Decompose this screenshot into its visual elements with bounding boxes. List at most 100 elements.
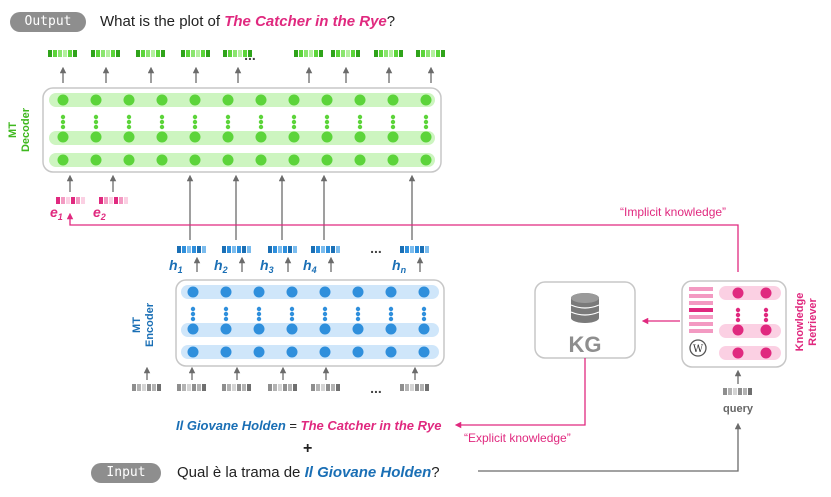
encoder-node-column bbox=[352, 286, 364, 358]
decoder-row-1 bbox=[49, 93, 435, 107]
output-token-row bbox=[48, 50, 445, 57]
svg-text:W: W bbox=[693, 344, 704, 355]
retriever-nodes bbox=[732, 287, 772, 359]
input-question-prefix: Qual è la trama de bbox=[177, 464, 305, 481]
input-badge: Input bbox=[91, 463, 161, 483]
translation-target: The Catcher in the Rye bbox=[300, 418, 442, 433]
input-arrows bbox=[143, 366, 419, 380]
input-token bbox=[311, 384, 340, 391]
input-question: Qual è la trama de Il Giovane Holden? bbox=[177, 464, 440, 481]
encoder-node-column bbox=[253, 286, 265, 358]
document-icon bbox=[689, 287, 713, 333]
kg-label: KG bbox=[569, 332, 602, 357]
hidden-state-token bbox=[177, 246, 206, 253]
output-question-prefix: What is the plot of bbox=[100, 13, 225, 30]
output-question: What is the plot of The Catcher in the R… bbox=[100, 13, 395, 30]
translation-equals: = bbox=[285, 418, 301, 433]
decoder-node-column bbox=[57, 94, 69, 166]
wikipedia-icon: W bbox=[689, 339, 707, 357]
retriever-node-column bbox=[732, 287, 744, 359]
input-question-suffix: ? bbox=[431, 464, 440, 481]
plus-sign: + bbox=[303, 440, 313, 457]
encoder-node-column bbox=[220, 286, 232, 358]
decoder-label-line1: MT bbox=[7, 122, 19, 138]
output-token bbox=[374, 50, 403, 57]
hidden-state-token bbox=[268, 246, 297, 253]
encoder-row-2 bbox=[181, 323, 439, 337]
encoder-node-column bbox=[187, 286, 199, 358]
output-token bbox=[91, 50, 120, 57]
hidden-state-token bbox=[400, 246, 429, 253]
output-token bbox=[181, 50, 210, 57]
output-token bbox=[331, 50, 360, 57]
decoder-node-column bbox=[288, 94, 300, 166]
encoder-node-column bbox=[286, 286, 298, 358]
explicit-knowledge-arrow bbox=[454, 358, 586, 429]
decoder-nodes bbox=[57, 94, 432, 166]
input-token bbox=[222, 384, 251, 391]
decoder-node-column bbox=[189, 94, 201, 166]
database-icon bbox=[570, 293, 600, 323]
input-token bbox=[132, 384, 161, 391]
encoder-label-line1: MT bbox=[131, 317, 143, 333]
hidden-state-label: h4 bbox=[303, 257, 317, 275]
input-token bbox=[177, 384, 206, 391]
decoder-row-2 bbox=[49, 131, 435, 145]
translation-source: Il Giovane Holden bbox=[176, 418, 286, 433]
input-token-row bbox=[132, 384, 429, 391]
decoder-node-column bbox=[222, 94, 234, 166]
entity-embedding-e1: e1 bbox=[50, 204, 63, 222]
entity-token-e2 bbox=[99, 197, 128, 204]
encoder-label-line2: Encoder bbox=[144, 302, 156, 347]
hidden-state-token bbox=[222, 246, 251, 253]
entity-to-decoder-arrows bbox=[66, 174, 117, 192]
implicit-knowledge-label: “Implicit knowledge” bbox=[620, 205, 726, 219]
input-question-title: Il Giovane Holden bbox=[304, 464, 432, 481]
query-token bbox=[723, 388, 752, 395]
hidden-state-label: hn bbox=[392, 257, 407, 275]
decoder-node-column bbox=[123, 94, 135, 166]
hidden-state-token bbox=[311, 246, 340, 253]
decoder-box bbox=[42, 87, 442, 173]
output-token bbox=[294, 50, 323, 57]
retriever-label-line2: Retriever bbox=[807, 297, 819, 345]
hidden-state-label: h3 bbox=[260, 257, 274, 275]
output-question-suffix: ? bbox=[386, 13, 396, 30]
decoder-node-column bbox=[420, 94, 432, 166]
hidden-state-arrows bbox=[193, 256, 424, 272]
encoder-node-column bbox=[418, 286, 430, 358]
retriever-row-2 bbox=[719, 324, 781, 338]
decoder-node-column bbox=[255, 94, 267, 166]
encoder-row-3 bbox=[181, 345, 439, 359]
translation-pair: Il Giovane Holden = The Catcher in the R… bbox=[176, 418, 442, 433]
decoder-node-column bbox=[354, 94, 366, 166]
encoder-nodes bbox=[187, 286, 430, 358]
output-badge: Output bbox=[10, 12, 86, 32]
encoder-node-column bbox=[385, 286, 397, 358]
encoder-to-decoder-arrows bbox=[186, 174, 416, 240]
input-token bbox=[268, 384, 297, 391]
output-question-title: The Catcher in the Rye bbox=[224, 13, 387, 30]
decoder-node-column bbox=[156, 94, 168, 166]
hidden-state-labels: h1 h2 h3 h4 hn bbox=[169, 257, 407, 275]
hidden-state-label: h2 bbox=[214, 257, 228, 275]
entity-token-e1 bbox=[56, 197, 85, 204]
hidden-state-label: h1 bbox=[169, 257, 183, 275]
decoder-node-column bbox=[387, 94, 399, 166]
decoder-node-column bbox=[90, 94, 102, 166]
retriever-node-column bbox=[760, 287, 772, 359]
query-token-bar bbox=[723, 388, 752, 395]
implicit-knowledge-arrow bbox=[66, 212, 739, 272]
entity-embedding-tokens bbox=[56, 197, 128, 204]
retriever-row-3 bbox=[719, 346, 781, 360]
input-to-query-arrow bbox=[478, 422, 742, 472]
decoder-output-arrows bbox=[59, 66, 435, 83]
output-token bbox=[136, 50, 165, 57]
encoder-row-1 bbox=[181, 285, 439, 299]
explicit-knowledge-label: “Explicit knowledge” bbox=[464, 431, 571, 445]
output-token bbox=[416, 50, 445, 57]
decoder-label-line2: Decoder bbox=[20, 107, 32, 152]
input-token bbox=[400, 384, 429, 391]
entity-embedding-e2: e2 bbox=[93, 204, 106, 222]
